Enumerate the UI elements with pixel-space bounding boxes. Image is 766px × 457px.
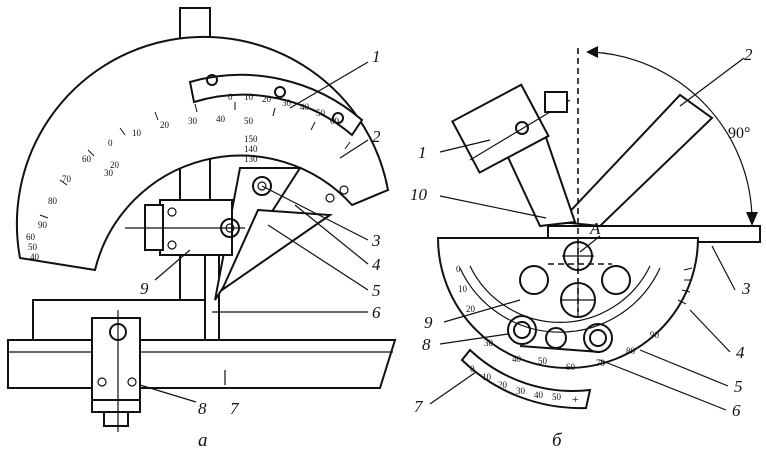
- vernier-num: 10: [244, 92, 254, 102]
- callout-a-2: 2: [372, 127, 381, 146]
- semicircle-base: [436, 237, 700, 369]
- vernier-b-num: 10: [482, 372, 492, 382]
- main-num: 20: [160, 120, 170, 130]
- left-scale-numbers: 60 50 40 30 20: [26, 160, 120, 262]
- callout-a-1: 1: [372, 47, 381, 66]
- callout-a-4: 4: [372, 255, 381, 274]
- figure-a: 0 10 20 30 40 50 60 0 10 20 30 40 50 60 …: [7, 7, 397, 451]
- vernier-num: 50: [316, 108, 326, 118]
- main-b-num: 80: [626, 346, 636, 356]
- inner-num: 140: [244, 144, 258, 154]
- callout-a-3: 3: [371, 231, 381, 250]
- angle-arc: [591, 51, 753, 219]
- callout-a-7: 7: [230, 399, 240, 418]
- lower-clamp: [91, 317, 141, 401]
- caption-a: а: [198, 430, 208, 451]
- main-b-num: 70: [596, 358, 606, 368]
- main-scale-numbers: 0 10 20 30 40 50 60 70 80 90: [38, 114, 254, 230]
- vernier-b-num: 30: [516, 386, 526, 396]
- main-b-num: 60: [566, 362, 576, 372]
- leader-lines-a: [139, 61, 369, 403]
- vernier-b-num: 20: [498, 380, 508, 390]
- left-num: 20: [110, 160, 120, 170]
- callout-a-9: 9: [140, 279, 149, 298]
- right-arc-ticks: [677, 267, 693, 305]
- vernier-num: 60: [330, 116, 340, 126]
- main-arc-ticks: [39, 102, 351, 219]
- main-num: 0: [108, 138, 113, 148]
- main-num: 70: [62, 174, 72, 184]
- left-num: 40: [30, 252, 40, 262]
- callout-b-1: 1: [418, 143, 427, 162]
- main-b-num: 50: [538, 356, 548, 366]
- callout-a-8: 8: [198, 399, 207, 418]
- main-b-num: 40: [512, 354, 522, 364]
- clamp-block: [451, 83, 550, 174]
- vernier-plate: [188, 73, 364, 137]
- callout-a-6: 6: [372, 303, 381, 322]
- svg-text:+: +: [572, 392, 579, 406]
- vernier-b-num: 40: [534, 390, 544, 400]
- main-num: 50: [244, 116, 254, 126]
- inner-num: 150: [244, 134, 258, 144]
- main-b-num: 20: [466, 304, 476, 314]
- callout-b-9: 9: [424, 313, 433, 332]
- callout-b-8: 8: [422, 335, 431, 354]
- main-num: 30: [188, 116, 198, 126]
- vernier-b-num: 50: [552, 392, 562, 402]
- angled-arm: [557, 93, 714, 228]
- vernier-num: 30: [282, 98, 292, 108]
- callout-b-5: 5: [734, 377, 743, 396]
- callout-a-5: 5: [372, 281, 381, 300]
- figure-b: + 0 10 20 30 40 50 0 10 20 30 40 50 60 7…: [410, 45, 761, 451]
- left-num: 60: [26, 232, 36, 242]
- main-b-numbers: 0 10 20 30 40 50 60 70 80 90: [456, 264, 660, 372]
- base-ruler: [7, 339, 397, 389]
- point-a-label: А: [589, 219, 601, 238]
- main-num: 80: [48, 196, 58, 206]
- angle-90-label: 90°: [728, 125, 750, 142]
- callout-b-10: 10: [410, 185, 428, 204]
- left-num: 50: [28, 242, 38, 252]
- main-b-num: 90: [650, 330, 660, 340]
- vernier-b-numbers: 0 10 20 30 40 50: [470, 364, 562, 402]
- inner-num: 130: [244, 154, 258, 164]
- main-num: 10: [132, 128, 142, 138]
- vernier-b-num: 0: [470, 364, 475, 374]
- leader-lines-b: [429, 57, 745, 411]
- caption-b: б: [552, 430, 563, 451]
- callout-b-3: 3: [741, 279, 751, 298]
- vernier-num: 20: [262, 94, 272, 104]
- vernier-num: 40: [300, 102, 310, 112]
- main-b-num: 10: [458, 284, 468, 294]
- callout-b-7: 7: [414, 397, 424, 416]
- callout-b-4: 4: [736, 343, 745, 362]
- main-b-num: 30: [484, 338, 494, 348]
- callout-b-6: 6: [732, 401, 741, 420]
- main-num: 90: [38, 220, 48, 230]
- vernier-num: 0: [228, 92, 233, 102]
- main-num: 60: [82, 154, 92, 164]
- vernier-scale-numbers: 0 10 20 30 40 50 60: [228, 92, 340, 126]
- left-num: 30: [104, 168, 114, 178]
- inner-scale-numbers: 150 140 130: [244, 134, 258, 164]
- vernier-b: [460, 348, 592, 410]
- main-num: 40: [216, 114, 226, 124]
- main-b-num: 0: [456, 264, 461, 274]
- callout-b-2: 2: [744, 45, 753, 64]
